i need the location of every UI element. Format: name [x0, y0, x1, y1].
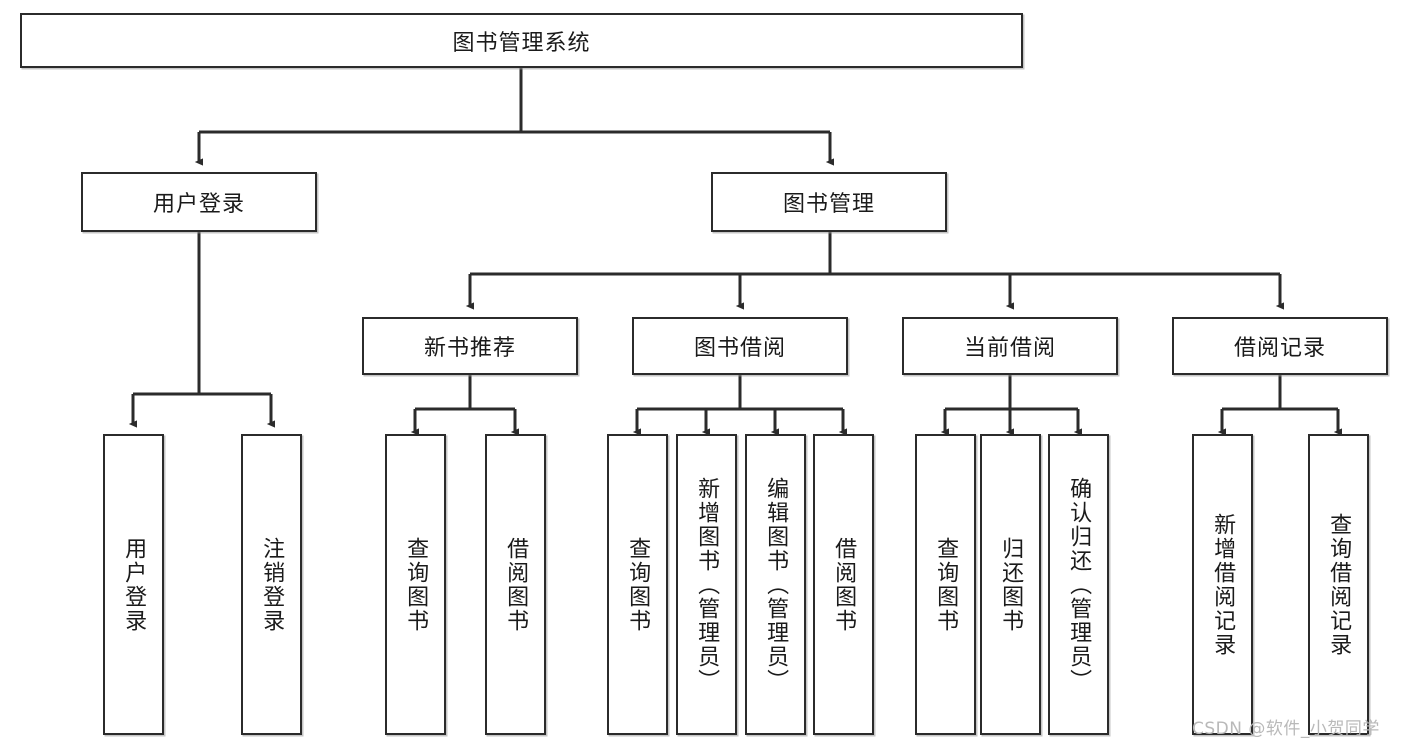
node-label: 确认归还（管理员）	[1066, 476, 1092, 693]
node-label: 查询图书	[403, 536, 429, 633]
node-label: 借阅记录	[1233, 336, 1326, 361]
node-label: 借阅图书	[503, 536, 529, 633]
node-label: 新增借阅记录	[1210, 512, 1236, 657]
node-label: 图书管理系统	[452, 30, 591, 56]
node-label: 注销登录	[259, 536, 285, 633]
node-label: 当前借阅	[963, 336, 1056, 361]
node-label: 图书管理	[782, 192, 875, 217]
node-label: 查询图书	[933, 536, 959, 633]
leaf-query-book-current[interactable]: 查询图书	[915, 434, 976, 735]
node-label: 查询借阅记录	[1326, 512, 1352, 657]
leaf-return-book[interactable]: 归还图书	[980, 434, 1041, 735]
node-user-login[interactable]: 用户登录	[81, 172, 317, 232]
node-new-book-recommend[interactable]: 新书推荐	[362, 317, 578, 375]
leaf-add-book-admin[interactable]: 新增图书（管理员）	[676, 434, 737, 735]
leaf-edit-book-admin[interactable]: 编辑图书（管理员）	[745, 434, 806, 735]
node-label: 新增图书（管理员）	[694, 476, 720, 693]
leaf-logout-login[interactable]: 注销登录	[241, 434, 302, 735]
leaf-query-book-borrow[interactable]: 查询图书	[607, 434, 668, 735]
node-borrow-record[interactable]: 借阅记录	[1172, 317, 1388, 375]
node-book-management[interactable]: 图书管理	[711, 172, 947, 232]
node-label: 编辑图书（管理员）	[763, 476, 789, 693]
leaf-user-login[interactable]: 用户登录	[103, 434, 164, 735]
node-current-borrow[interactable]: 当前借阅	[902, 317, 1118, 375]
leaf-borrow-book-recommend[interactable]: 借阅图书	[485, 434, 546, 735]
node-book-borrow[interactable]: 图书借阅	[632, 317, 848, 375]
leaf-confirm-return-admin[interactable]: 确认归还（管理员）	[1048, 434, 1109, 735]
leaf-query-book-recommend[interactable]: 查询图书	[385, 434, 446, 735]
leaf-add-borrow-record[interactable]: 新增借阅记录	[1192, 434, 1253, 735]
node-label: 查询图书	[625, 536, 651, 633]
node-label: 新书推荐	[423, 336, 516, 361]
node-label: 归还图书	[998, 536, 1024, 633]
node-label: 图书借阅	[693, 336, 786, 361]
node-label: 借阅图书	[831, 536, 857, 633]
leaf-borrow-book[interactable]: 借阅图书	[813, 434, 874, 735]
node-label: 用户登录	[121, 536, 147, 633]
node-label: 用户登录	[152, 192, 245, 217]
leaf-query-borrow-record[interactable]: 查询借阅记录	[1308, 434, 1369, 735]
node-root-book-management-system[interactable]: 图书管理系统	[20, 13, 1023, 68]
